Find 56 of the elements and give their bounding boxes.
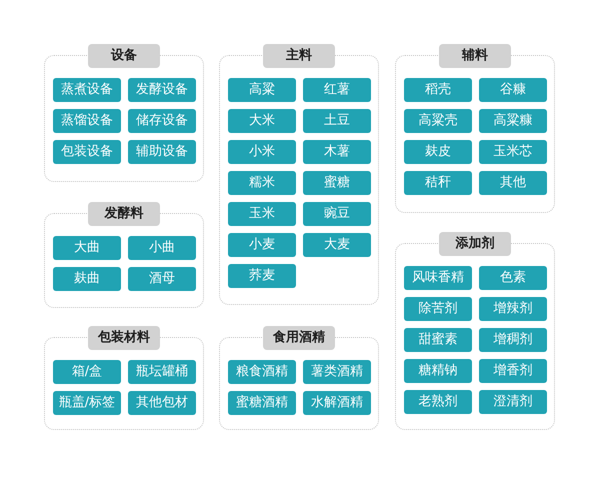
item-tag: 瓶盖/标签 [53, 391, 121, 415]
item-tag: 小曲 [128, 236, 196, 260]
item-tag: 风味香精 [404, 266, 472, 290]
item-tag: 蜜糖酒精 [228, 391, 296, 415]
item-tag: 麸曲 [53, 267, 121, 291]
item-tag: 小米 [228, 140, 296, 164]
item-tag: 大米 [228, 109, 296, 133]
item-tag: 增辣剂 [479, 297, 547, 321]
group-heading: 发酵料 [88, 202, 160, 226]
group-heading: 主料 [263, 44, 335, 68]
item-tag: 木薯 [303, 140, 371, 164]
item-tag: 除苦剂 [404, 297, 472, 321]
item-tag: 蒸馏设备 [53, 109, 121, 133]
item-tag: 辅助设备 [128, 140, 196, 164]
group-heading: 辅料 [439, 44, 511, 68]
item-tag: 糯米 [228, 171, 296, 195]
item-tag: 秸秆 [404, 171, 472, 195]
item-tag: 土豆 [303, 109, 371, 133]
item-tag: 稻壳 [404, 78, 472, 102]
item-tag: 老熟剂 [404, 390, 472, 414]
group-heading: 设备 [88, 44, 160, 68]
item-tag: 红薯 [303, 78, 371, 102]
item-tag: 高粱 [228, 78, 296, 102]
item-tag: 大麦 [303, 233, 371, 257]
item-tag: 玉米 [228, 202, 296, 226]
group-heading: 食用酒精 [263, 326, 335, 350]
item-tag: 水解酒精 [303, 391, 371, 415]
item-tag: 麸皮 [404, 140, 472, 164]
item-tag: 增稠剂 [479, 328, 547, 352]
item-tag: 粮食酒精 [228, 360, 296, 384]
item-tag: 高粱糠 [479, 109, 547, 133]
item-tag: 谷糠 [479, 78, 547, 102]
item-tag: 高粱壳 [404, 109, 472, 133]
item-tag: 荞麦 [228, 264, 296, 288]
item-tag: 其他 [479, 171, 547, 195]
item-tag: 薯类酒精 [303, 360, 371, 384]
group-heading: 包装材料 [88, 326, 160, 350]
item-tag: 小麦 [228, 233, 296, 257]
group-heading: 添加剂 [439, 232, 511, 256]
item-tag: 包装设备 [53, 140, 121, 164]
item-tag: 其他包材 [128, 391, 196, 415]
item-tag: 瓶坛罐桶 [128, 360, 196, 384]
item-tag: 酒母 [128, 267, 196, 291]
item-tag: 发酵设备 [128, 78, 196, 102]
item-tag: 箱/盒 [53, 360, 121, 384]
item-tag: 增香剂 [479, 359, 547, 383]
item-tag: 豌豆 [303, 202, 371, 226]
item-tag: 大曲 [53, 236, 121, 260]
item-tag: 甜蜜素 [404, 328, 472, 352]
item-tag: 储存设备 [128, 109, 196, 133]
item-tag: 玉米芯 [479, 140, 547, 164]
item-tag: 澄清剂 [479, 390, 547, 414]
item-tag: 蜜糖 [303, 171, 371, 195]
item-tag: 蒸煮设备 [53, 78, 121, 102]
item-tag: 糖精钠 [404, 359, 472, 383]
item-tag: 色素 [479, 266, 547, 290]
